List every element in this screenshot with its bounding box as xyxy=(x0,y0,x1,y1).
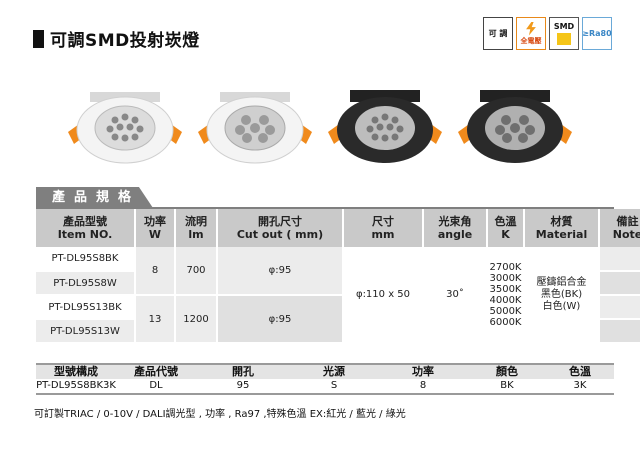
title-text: 可調SMD投射崁燈 xyxy=(50,31,200,51)
product-images xyxy=(60,80,580,175)
smd-label: SMD xyxy=(553,22,575,31)
note-cell xyxy=(599,295,640,320)
power-cell: 8 xyxy=(135,247,176,296)
material-cell: 壓鑄鋁合金黑色(BK)白色(W) xyxy=(524,247,600,344)
white-9led-spotlight-image xyxy=(198,92,312,164)
dimmable-label: 可 調 xyxy=(488,29,508,38)
smd-badge: SMD xyxy=(549,17,579,50)
composition-header: 色溫 xyxy=(546,365,614,379)
table-row: PT-DL95S8W xyxy=(36,271,640,296)
model-cell: PT-DL95S8W xyxy=(36,271,136,296)
dimmable-badge: 可 調 xyxy=(483,17,513,50)
spec-tab: 產品規格 xyxy=(36,187,153,208)
composition-value: 3K xyxy=(573,380,587,391)
model-cell: PT-DL95S8BK xyxy=(36,247,136,272)
spec-divider xyxy=(36,207,614,209)
note-cell xyxy=(599,247,640,272)
ra-label: ≥Ra80 xyxy=(582,29,612,38)
model-cell: PT-DL95S13W xyxy=(36,319,136,344)
composition-header: 光源 xyxy=(290,365,378,379)
composition-header: 顏色 xyxy=(468,365,546,379)
cutout-cell: φ:95 xyxy=(217,295,344,344)
model-composition: 型號構成 產品代號 開孔 光源 功率 顏色 色溫 PT-DL95S8BK3K D… xyxy=(36,363,614,393)
composition-header: 開孔 xyxy=(196,365,290,379)
black-12led-spotlight-image xyxy=(328,90,442,163)
note-cell xyxy=(599,319,640,344)
composition-header-row: 型號構成 產品代號 開孔 光源 功率 顏色 色溫 xyxy=(36,365,614,379)
model-cell: PT-DL95S13BK xyxy=(36,295,136,320)
table-row: PT-DL95S13W xyxy=(36,319,640,344)
page-title: 可調SMD投射崁燈 xyxy=(33,26,200,51)
composition-value: PT-DL95S8BK3K xyxy=(36,380,116,391)
composition-value: DL xyxy=(149,380,163,391)
composition-value: 8 xyxy=(419,380,427,391)
cutout-cell: φ:95 xyxy=(217,247,344,296)
black-9led-spotlight-image xyxy=(458,90,572,163)
power-cell: 13 xyxy=(135,295,176,344)
table-row: PT-DL95S13BK 13 1200 φ:95 xyxy=(36,295,640,344)
lightning-icon xyxy=(526,21,536,36)
white-12led-spotlight-image xyxy=(68,92,182,164)
feature-badges: 可 調 全電壓 SMD ≥Ra80 xyxy=(483,17,612,50)
note-cell xyxy=(599,271,640,296)
full-voltage-label: 全電壓 xyxy=(520,36,542,45)
table-row: PT-DL95S8BK 8 700 φ:95 φ:110 x 50 30˚ 27… xyxy=(36,247,640,344)
full-voltage-badge: 全電壓 xyxy=(516,17,546,50)
composition-header: 功率 xyxy=(378,365,468,379)
composition-header: 型號構成 xyxy=(36,365,116,379)
composition-value: BK xyxy=(500,380,514,391)
ra-badge: ≥Ra80 xyxy=(582,17,612,50)
composition-divider xyxy=(36,393,614,395)
smd-chip-icon xyxy=(557,33,571,45)
composition-value: 95 xyxy=(236,380,250,391)
customization-note: 可訂製TRIAC / 0-10V / DALI調光型 , 功率 , Ra97 ,… xyxy=(34,409,406,420)
title-marker xyxy=(33,29,44,48)
lumen-cell: 700 xyxy=(175,247,218,296)
composition-value: S xyxy=(330,380,338,391)
composition-header: 產品代號 xyxy=(116,365,196,379)
lumen-cell: 1200 xyxy=(175,295,218,344)
angle-cell: 30˚ xyxy=(423,247,488,344)
composition-value-row: PT-DL95S8BK3K DL 95 S 8 BK 3K xyxy=(36,379,614,393)
size-cell: φ:110 x 50 xyxy=(343,247,424,344)
